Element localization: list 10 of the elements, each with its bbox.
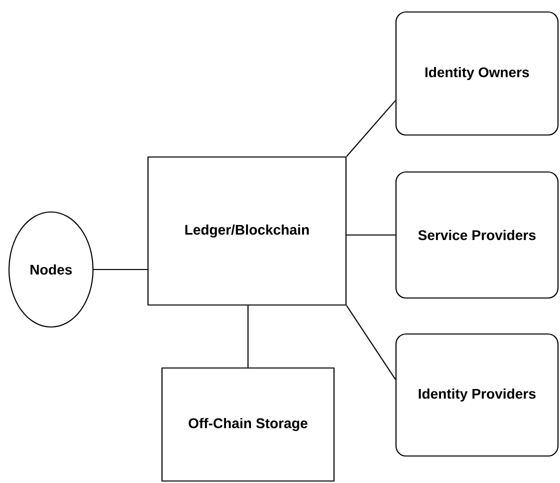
rounded-box: Identity Owners — [395, 11, 559, 136]
connector-line — [346, 100, 396, 157]
rounded-box: Identity Providers — [395, 333, 559, 457]
rounded-box: Service Providers — [395, 171, 559, 299]
connector-line — [346, 234, 396, 236]
process-box: Off-Chain Storage — [161, 367, 335, 482]
connector-line — [94, 268, 148, 270]
connector-line — [346, 305, 396, 380]
process-box: Ledger/Blockchain — [147, 156, 347, 306]
connector-line — [247, 306, 249, 368]
